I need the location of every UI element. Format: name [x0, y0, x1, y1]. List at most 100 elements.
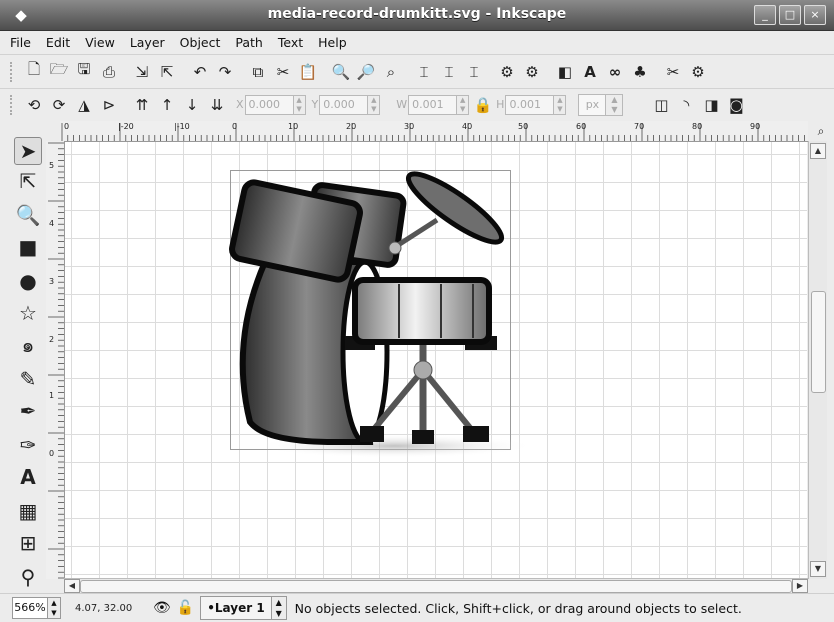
redo-icon[interactable]: ↷ [218, 62, 232, 81]
layer-visibility-icon[interactable]: 👁 [153, 600, 171, 616]
height-value[interactable]: 0.001 [505, 94, 555, 115]
x-field[interactable]: 0.000 ▲▼ [244, 94, 306, 115]
fill-stroke-icon[interactable]: ◧ [557, 62, 573, 81]
drawing-canvas[interactable] [65, 142, 807, 578]
menu-help[interactable]: Help [318, 34, 347, 50]
menu-view[interactable]: View [85, 34, 115, 50]
menu-object[interactable]: Object [179, 34, 221, 50]
layer-lock-icon[interactable]: 🔓 [176, 600, 195, 616]
dropper-tool-icon[interactable]: ⚲ [20, 565, 36, 589]
zoom-value[interactable]: 566% [12, 597, 48, 619]
text-font-icon[interactable]: A [584, 62, 596, 81]
close-button[interactable]: × [804, 5, 826, 25]
width-value[interactable]: 0.001 [408, 94, 458, 115]
spiral-tool-icon[interactable]: ๑ [21, 333, 35, 357]
scale-corners-icon[interactable]: ◝ [683, 95, 690, 114]
flip-vertical-icon[interactable]: ⊳ [102, 95, 116, 114]
title-bar[interactable]: ◆ media-record-drumkitt.svg - Inkscape _… [0, 0, 834, 31]
new-document-icon[interactable]: 🗋 [27, 60, 41, 78]
width-field[interactable]: 0.001 ▲▼ [408, 94, 470, 115]
star-tool-icon[interactable]: ☆ [19, 301, 37, 325]
canvas-zoom-icon[interactable]: ⌕ [817, 124, 825, 138]
drum-kit-drawing[interactable] [65, 142, 807, 578]
vertical-scrollbar[interactable]: ▲ ▼ [808, 141, 827, 579]
x-spin-arrows[interactable]: ▲▼ [293, 94, 306, 115]
menu-edit[interactable]: Edit [45, 34, 71, 50]
connector-tool-icon[interactable]: ⊞ [19, 531, 37, 555]
xml-editor-icon[interactable]: ∞ [608, 62, 622, 81]
layer-selector[interactable]: •Layer 1 ▲▼ [200, 596, 287, 620]
zoom-field[interactable]: 566% ▲▼ [12, 597, 61, 619]
menu-file[interactable]: File [10, 34, 31, 50]
height-spin-arrows[interactable]: ▲▼ [554, 94, 567, 115]
minimize-button[interactable]: _ [754, 5, 776, 25]
raise-to-top-icon[interactable]: ⇈ [135, 95, 149, 114]
scroll-up-arrow[interactable]: ▲ [810, 143, 826, 159]
rotate-ccw-icon[interactable]: ⟲ [27, 95, 41, 114]
zoom-drawing-icon[interactable]: 🔎 [356, 62, 376, 81]
lower-icon[interactable]: ↓ [185, 95, 199, 114]
unit-arrows[interactable]: ▲▼ [606, 93, 624, 116]
group-icon[interactable]: ⚙ [500, 62, 514, 81]
node-tool-icon[interactable]: ⇱ [19, 169, 37, 193]
width-spin-arrows[interactable]: ▲▼ [457, 94, 470, 115]
horizontal-scroll-thumb[interactable] [80, 580, 792, 593]
scroll-down-arrow[interactable]: ▼ [810, 561, 826, 577]
export-icon[interactable]: ⇱ [160, 62, 174, 81]
maximize-button[interactable]: □ [779, 5, 801, 25]
height-field[interactable]: 0.001 ▲▼ [505, 94, 567, 115]
vertical-ruler[interactable]: 5 4 3 2 1 0 [46, 141, 65, 579]
raise-icon[interactable]: ↑ [160, 95, 174, 114]
cut-icon[interactable]: ✂ [276, 62, 290, 81]
preferences-icon[interactable]: ✂ [666, 62, 680, 81]
unit-selector[interactable]: px ▲▼ [578, 93, 624, 116]
zoom-selection-icon[interactable]: 🔍 [331, 62, 351, 81]
unit-value[interactable]: px [578, 93, 607, 116]
transform-gradients-icon[interactable]: ◨ [704, 95, 719, 114]
menu-path[interactable]: Path [235, 34, 263, 50]
document-properties-icon[interactable]: ⚙ [691, 62, 705, 81]
zoom-page-icon[interactable]: ⌕ [386, 62, 396, 81]
horizontal-ruler[interactable]: 0 |-20 |-10 0 10 20 30 40 50 60 70 80 90 [60, 121, 808, 142]
scroll-right-arrow[interactable]: ▶ [792, 579, 808, 593]
zoom-spin-arrows[interactable]: ▲▼ [48, 597, 61, 619]
toolbar-grip[interactable] [10, 61, 16, 82]
vertical-scroll-thumb[interactable] [811, 291, 826, 393]
pen-tool-icon[interactable]: ✒ [19, 399, 37, 423]
save-file-icon[interactable]: 🖫 [77, 60, 91, 78]
y-value[interactable]: 0.000 [319, 94, 369, 115]
gradient-tool-icon[interactable]: ▦ [18, 499, 38, 523]
horizontal-scrollbar[interactable]: ◀ ▶ [64, 578, 808, 593]
import-icon[interactable]: ⇲ [135, 62, 149, 81]
y-spin-arrows[interactable]: ▲▼ [368, 94, 381, 115]
toolbar-grip[interactable] [10, 94, 16, 115]
lower-to-bottom-icon[interactable]: ⇊ [210, 95, 224, 114]
scale-stroke-icon[interactable]: ◫ [654, 95, 669, 114]
menu-layer[interactable]: Layer [129, 34, 165, 50]
calligraphy-tool-icon[interactable]: ✑ [19, 433, 37, 457]
flip-horizontal-icon[interactable]: ◮ [78, 95, 90, 114]
zoom-tool-icon[interactable]: 🔍 [15, 203, 41, 227]
ellipse-tool-icon[interactable]: ● [19, 269, 37, 293]
pencil-tool-icon[interactable]: ✎ [19, 367, 37, 391]
transform-patterns-icon[interactable]: ◙ [729, 95, 744, 114]
selector-tool-icon[interactable]: ➤ [14, 137, 42, 165]
align-distribute-icon[interactable]: ♣ [633, 62, 647, 81]
copy-icon[interactable]: ⧉ [252, 62, 264, 81]
current-layer[interactable]: •Layer 1 [200, 596, 272, 620]
paste-icon[interactable]: 📋 [298, 62, 318, 81]
text-tool-icon[interactable]: A [20, 465, 36, 489]
scroll-left-arrow[interactable]: ◀ [64, 579, 80, 593]
menu-text[interactable]: Text [277, 34, 304, 50]
print-icon[interactable]: ⎙ [102, 62, 115, 81]
ungroup-icon[interactable]: ⚙ [525, 62, 539, 81]
x-value[interactable]: 0.000 [244, 94, 294, 115]
y-field[interactable]: 0.000 ▲▼ [319, 94, 381, 115]
rectangle-tool-icon[interactable]: ■ [18, 235, 38, 259]
open-file-icon[interactable]: 🗁 [49, 60, 69, 78]
rotate-cw-icon[interactable]: ⟳ [52, 95, 66, 114]
unlink-clone-icon[interactable]: ⌶ [469, 62, 479, 81]
clone-icon[interactable]: ⌶ [444, 62, 454, 81]
app-menu-icon[interactable]: ◆ [15, 6, 27, 24]
duplicate-icon[interactable]: ⌶ [419, 62, 429, 81]
